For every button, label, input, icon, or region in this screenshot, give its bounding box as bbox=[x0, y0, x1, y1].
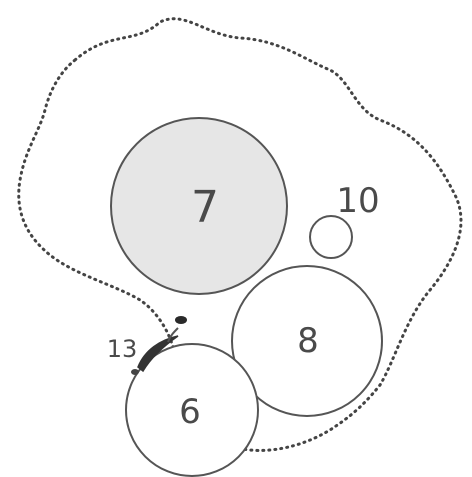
feature-13-label: 13 bbox=[107, 335, 138, 363]
circle-6-label: 6 bbox=[179, 392, 201, 432]
feature-13-blob-bottom bbox=[131, 369, 139, 375]
circle-10 bbox=[310, 216, 352, 258]
circle-7-label: 7 bbox=[191, 182, 219, 233]
circle-8-label: 8 bbox=[297, 321, 319, 361]
feature-13-blob-top bbox=[175, 316, 187, 324]
circle-10-label: 10 bbox=[336, 181, 379, 221]
